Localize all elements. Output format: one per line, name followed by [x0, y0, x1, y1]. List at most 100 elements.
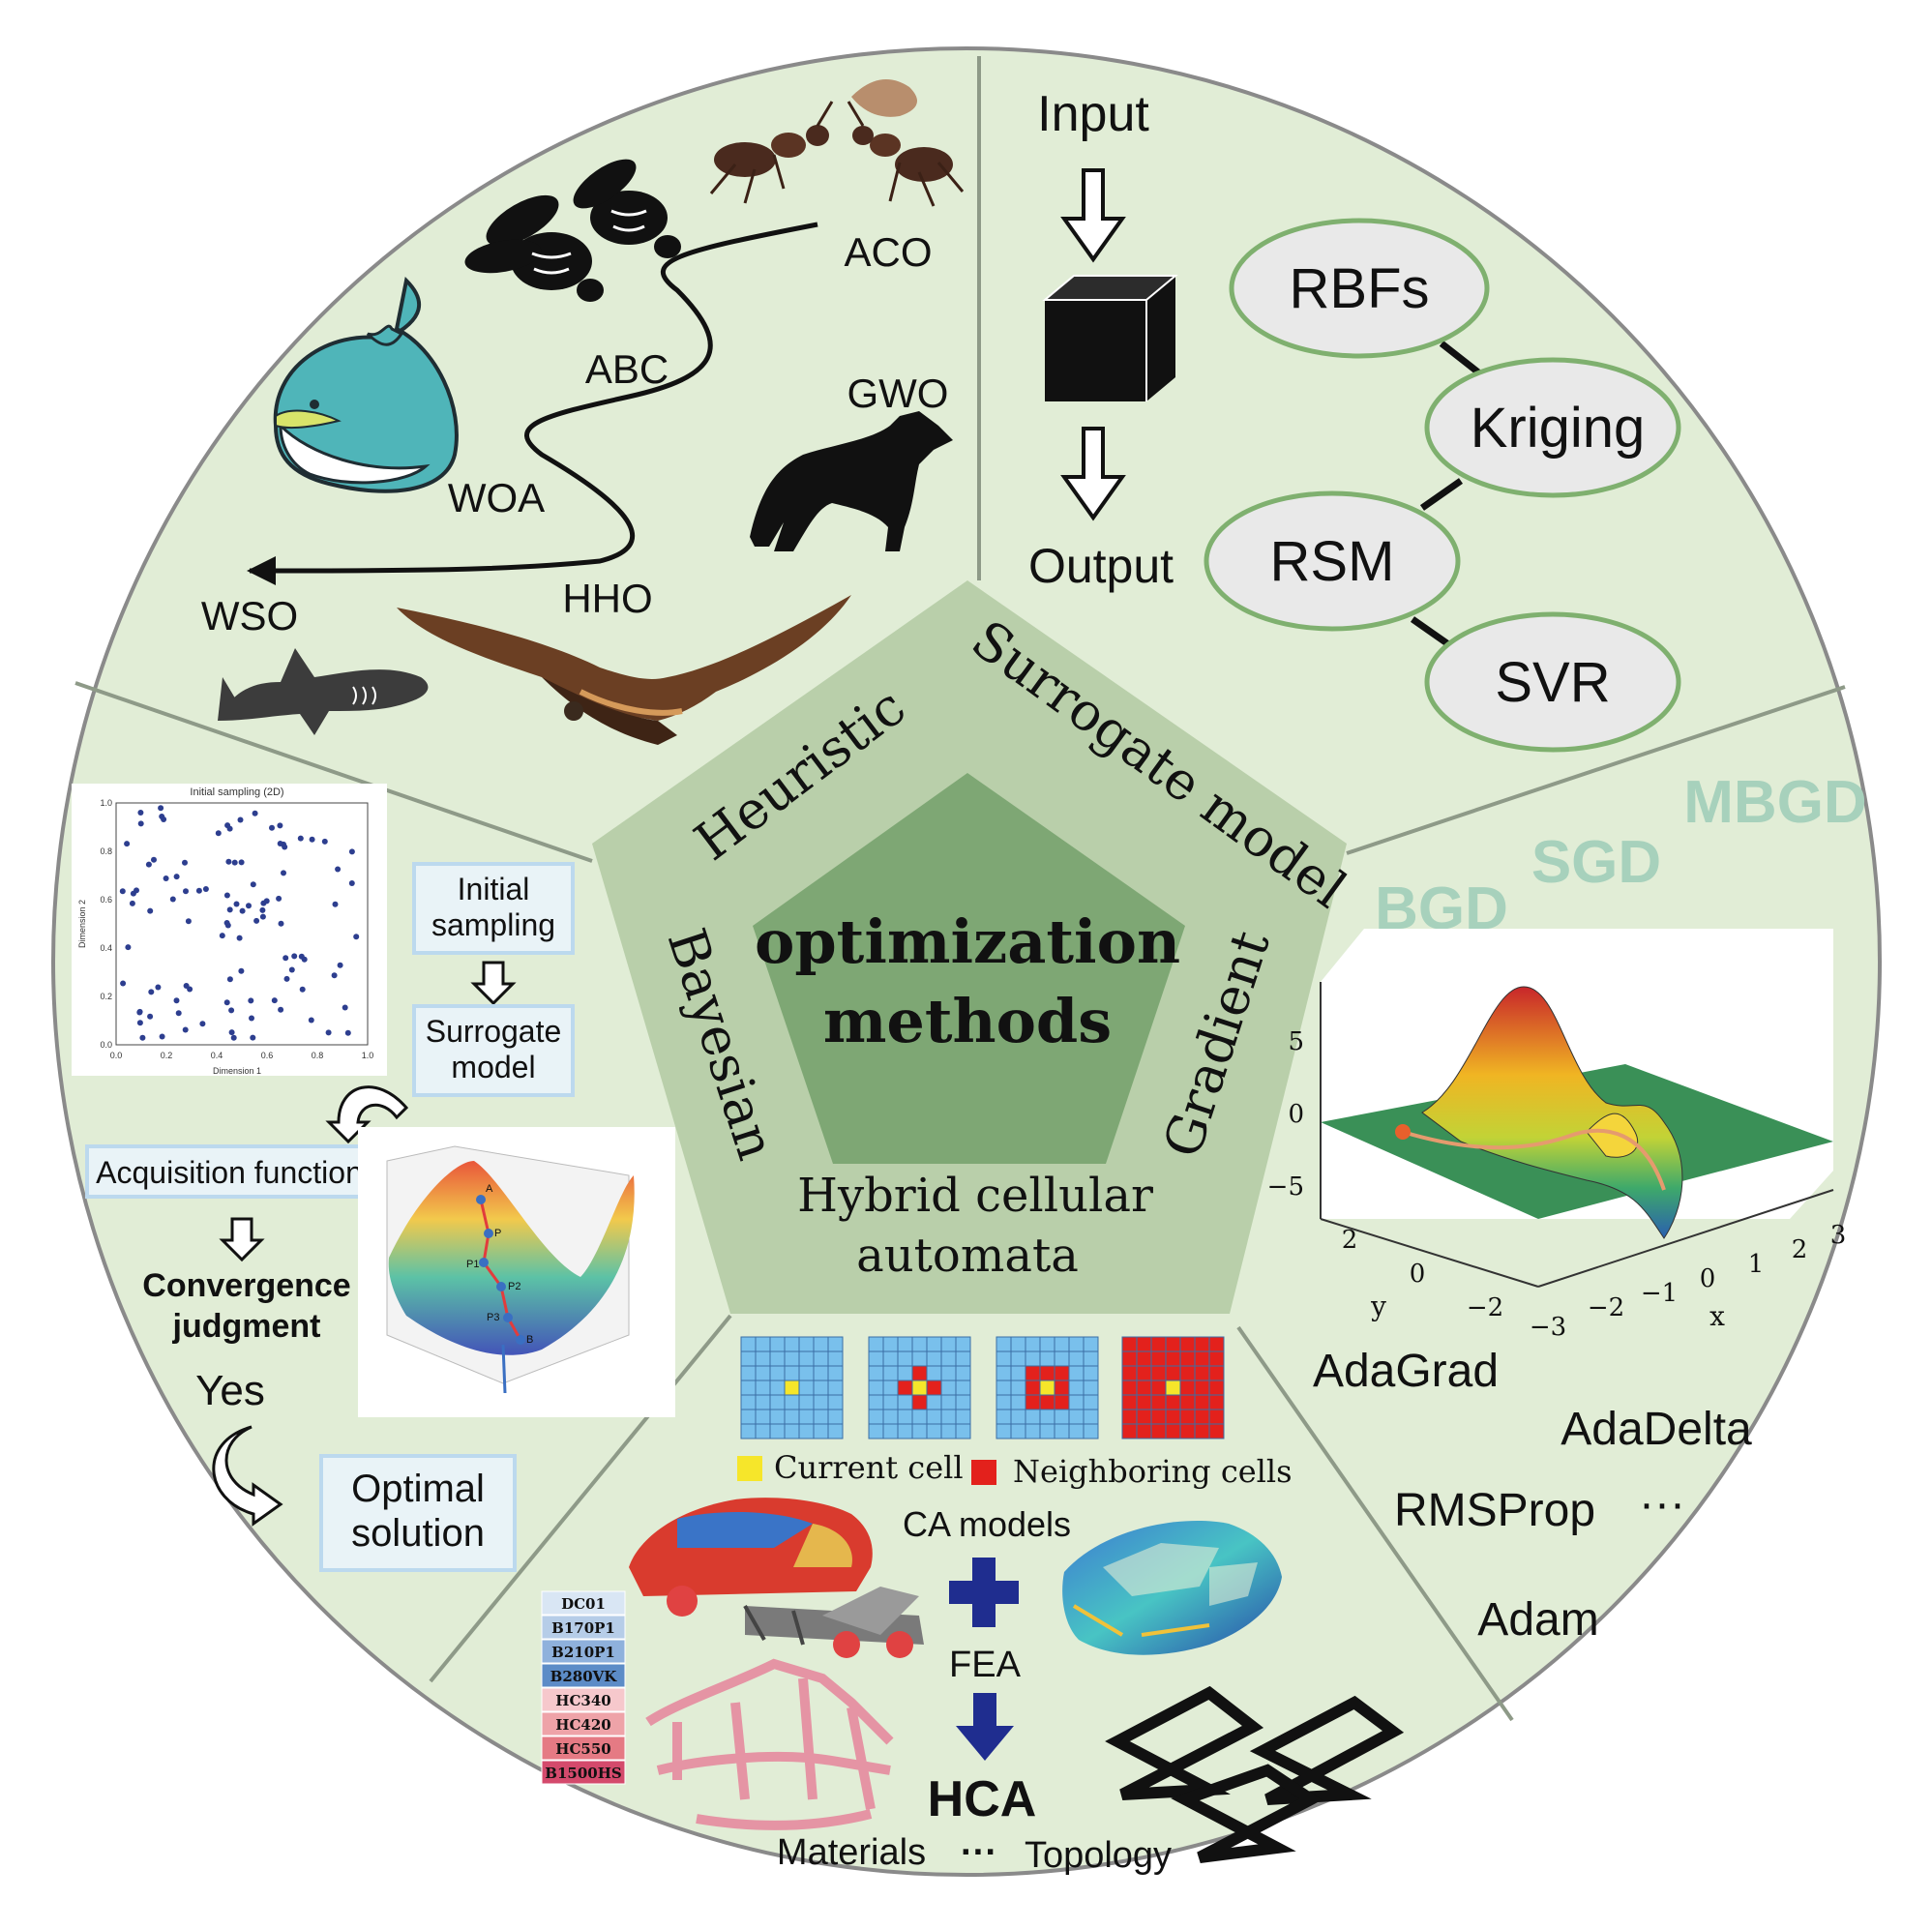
label-hybrid-line1: Hybrid cellular: [797, 1169, 1153, 1223]
ca-cell: [1054, 1380, 1070, 1396]
sample-point: [224, 822, 231, 829]
sample-point: [259, 913, 266, 920]
sample-point: [283, 975, 290, 982]
acquisition-label: Acquisition function: [96, 1155, 363, 1190]
sample-point: [259, 906, 266, 913]
ca-cell: [1121, 1365, 1138, 1381]
z-tick-5: 5: [1288, 1027, 1304, 1056]
model-svr: [1424, 611, 1681, 753]
fea-label: FEA: [949, 1645, 1022, 1685]
material-swatch: [541, 1687, 626, 1712]
model-rsm-label: RSM: [1270, 530, 1395, 593]
ca-cell: [996, 1394, 1012, 1410]
opt-adam: Adam: [1477, 1594, 1598, 1646]
ca-cell: [1010, 1380, 1026, 1396]
y-tick: 0.4: [100, 943, 112, 953]
gradient-surface-plot: 5 0 −5 2 0 −2 y −3 −2 −1 0 1 2 3 x: [1267, 929, 1846, 1342]
ca-cell: [1208, 1423, 1225, 1439]
ca-cell: [813, 1350, 829, 1367]
ca-cell: [755, 1409, 771, 1425]
ca-cell: [882, 1409, 899, 1425]
y-axis-label: y: [1370, 1291, 1386, 1322]
material-label: HC420: [555, 1716, 610, 1734]
material-list: DC01B170P1B210P1B280VKHC340HC420HC550B15…: [541, 1590, 626, 1785]
ca-cell: [1194, 1350, 1210, 1367]
arrow-down-icon: [1060, 168, 1126, 263]
ca-cell: [996, 1365, 1012, 1381]
hca-label: HCA: [928, 1771, 1037, 1827]
ca-cell: [769, 1423, 786, 1439]
ca-cell: [1083, 1336, 1099, 1352]
sample-point: [226, 976, 233, 983]
ca-cell: [1194, 1336, 1210, 1352]
center-title-line2: methods: [823, 986, 1112, 1056]
ca-cell: [1010, 1350, 1026, 1367]
ca-cell: [897, 1380, 913, 1396]
sample-point: [195, 887, 202, 894]
box-surrogate-model: [412, 1004, 575, 1097]
ca-cell: [1083, 1409, 1099, 1425]
y-tick-2: 2: [1342, 1226, 1358, 1255]
box-initial-sampling: [412, 862, 575, 955]
ca-cell: [911, 1365, 928, 1381]
black-box-icon: [1042, 275, 1178, 401]
material-label: B210P1: [551, 1644, 615, 1661]
ca-cell: [827, 1336, 844, 1352]
sample-point: [158, 805, 164, 812]
ca-cell: [940, 1380, 957, 1396]
material-label: HC550: [555, 1740, 610, 1758]
sample-point: [124, 841, 131, 847]
ca-cell: [926, 1409, 942, 1425]
ca-cell: [784, 1423, 800, 1439]
sample-point: [288, 966, 295, 973]
ca-cell: [1068, 1350, 1085, 1367]
ca-cell: [769, 1336, 786, 1352]
ca-cell: [955, 1365, 971, 1381]
ca-cell: [1068, 1409, 1085, 1425]
y-tick: 0.8: [100, 846, 112, 856]
optimal-line1: Optimal: [351, 1468, 485, 1510]
arrow-down-icon: [219, 1217, 265, 1262]
y-tick: 1.0: [100, 798, 112, 808]
wolf-icon: [750, 411, 953, 551]
ca-cell: [1136, 1336, 1152, 1352]
sample-point: [281, 870, 286, 876]
ca-cell: [1010, 1394, 1026, 1410]
sample-point: [182, 1026, 189, 1033]
surrogate-output: Output: [1028, 539, 1174, 593]
ca-cell: [1136, 1409, 1152, 1425]
ca-cell: [1179, 1350, 1196, 1367]
ca-cell: [1068, 1394, 1085, 1410]
ca-cell: [1208, 1365, 1225, 1381]
material-swatch: [541, 1615, 626, 1640]
x-tick-neg1: −1: [1641, 1279, 1678, 1308]
ca-cell: [882, 1350, 899, 1367]
sample-point: [225, 858, 232, 865]
ca-cell: [911, 1350, 928, 1367]
sample-point: [297, 835, 304, 842]
gd-sgd: SGD: [1531, 829, 1661, 896]
ca-cell: [827, 1394, 844, 1410]
ca-cell: [755, 1365, 771, 1381]
sample-point: [276, 895, 282, 902]
material-label: B280VK: [550, 1668, 618, 1685]
ca-cell: [868, 1350, 884, 1367]
ca-cell: [1054, 1394, 1070, 1410]
sample-point: [325, 1029, 332, 1036]
sample-point: [148, 989, 155, 995]
ca-cell: [1194, 1380, 1210, 1396]
ca-cell: [1039, 1394, 1055, 1410]
sample-point: [299, 986, 306, 993]
ca-cell: [911, 1423, 928, 1439]
algo-abc: ABC: [585, 346, 669, 392]
ca-cell: [882, 1380, 899, 1396]
ca-cell: [769, 1350, 786, 1367]
material-swatch: [541, 1639, 626, 1664]
ca-cell: [1010, 1365, 1026, 1381]
sample-point: [253, 917, 260, 924]
material-swatch: [541, 1590, 626, 1616]
z-tick-neg5: −5: [1267, 1172, 1304, 1202]
ca-cell: [740, 1423, 757, 1439]
ca-cell: [1025, 1365, 1041, 1381]
box-optimal-solution: [319, 1454, 517, 1572]
